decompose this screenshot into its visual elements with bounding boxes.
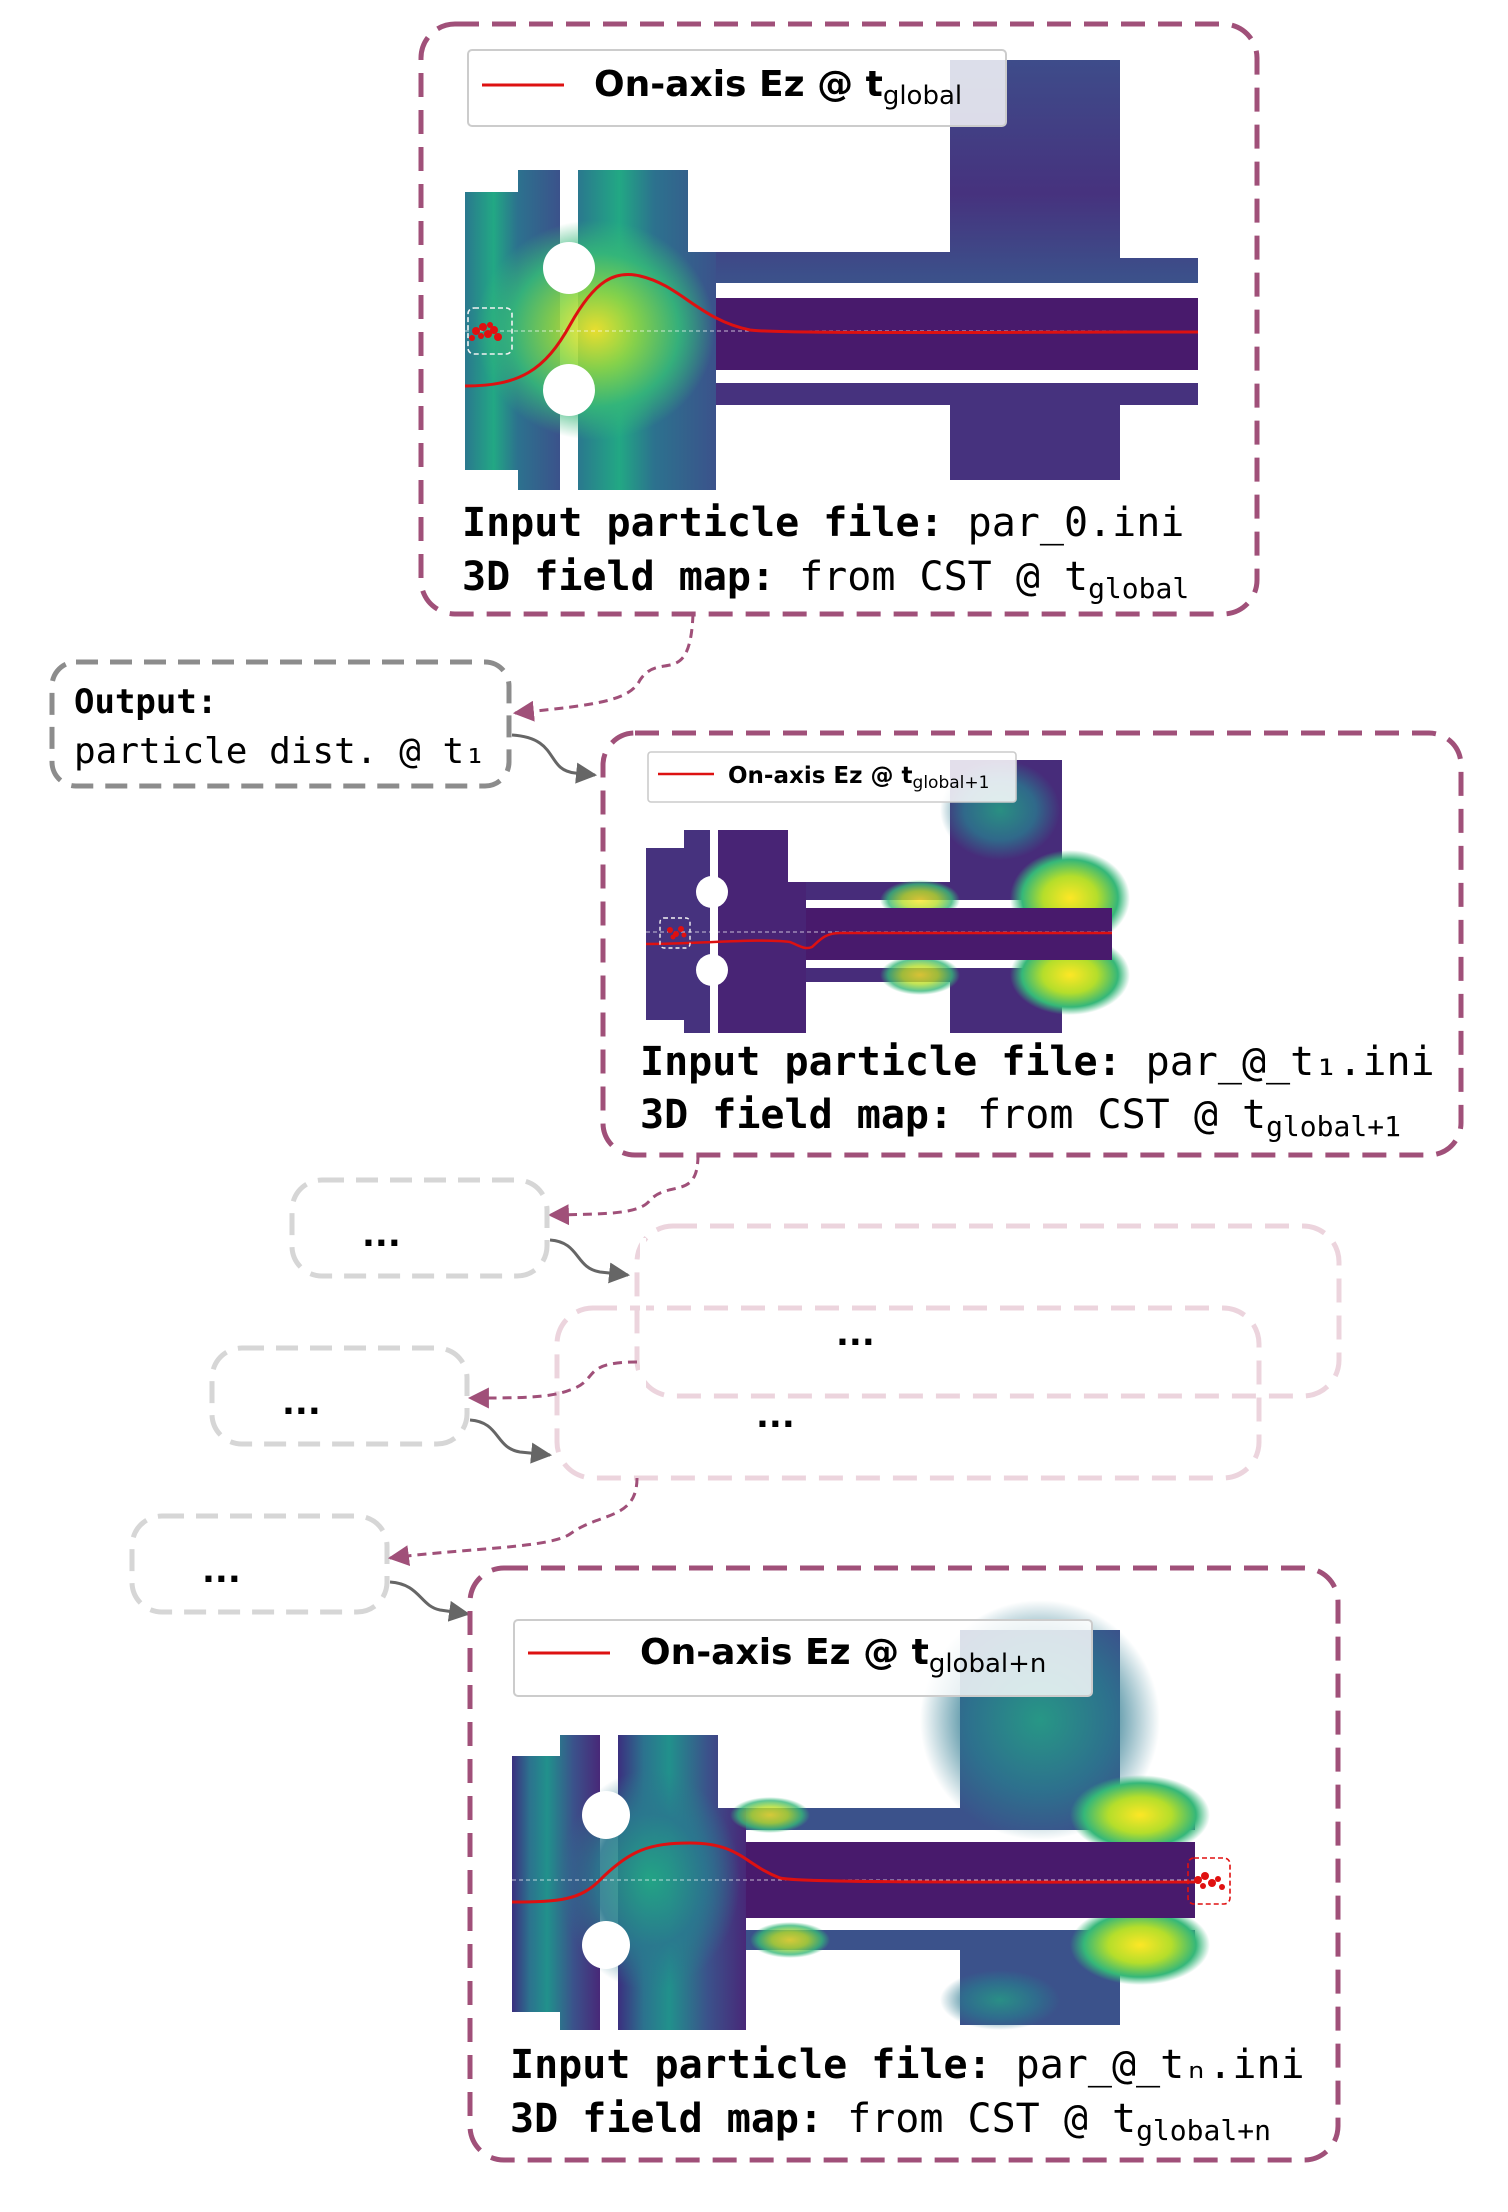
ellipsis-text-2: ...: [836, 1314, 875, 1354]
legend-3-subscript: global+n: [929, 1649, 1047, 1679]
input-file-label-1: Input particle file:: [462, 500, 944, 546]
arrow-ellipsis-panel-to-out-3: [387, 1477, 639, 1567]
field-map-value-1: from CST @ t: [799, 554, 1088, 600]
legend-2-subscript: global+1: [913, 773, 990, 793]
field-map-subscript-1: global: [1088, 572, 1189, 605]
panel-2-frame: [600, 730, 1464, 1158]
output-text: particle dist. @ t₁: [74, 731, 486, 772]
input-file-line-1: Input particle file: par_0.ini: [462, 500, 1184, 546]
field-map-value-3: from CST @ t: [847, 2096, 1136, 2142]
input-file-label-3: Input particle file:: [510, 2042, 992, 2088]
ellipsis-text-5: ...: [202, 1551, 241, 1591]
arrow-output-to-panel2: [511, 733, 598, 784]
simulation-panel-1: On-axis Ez @ tglobal Input particle file…: [418, 21, 1260, 617]
input-file-value-3: par_@_tₙ.ini: [1016, 2042, 1305, 2088]
output-title: Output:: [74, 682, 217, 722]
ellipsis-output-box-1: ...: [289, 1177, 550, 1279]
svg-text:On-axis Ez @ tglobal+n: On-axis Ez @ tglobal+n: [640, 1632, 1046, 1679]
input-file-line-3: Input particle file: par_@_tₙ.ini: [510, 2042, 1305, 2088]
field-map-line-1: 3D field map: from CST @ tglobal: [462, 554, 1189, 605]
ellipsis-text-3: ...: [756, 1396, 795, 1436]
ellipsis-panel-1: ...: [634, 1223, 1342, 1399]
input-file-value-1: par_0.ini: [968, 500, 1185, 546]
ellipsis-output-box-3: ...: [129, 1513, 390, 1615]
field-map-1: [464, 60, 1199, 490]
legend-3-label: On-axis Ez @ t: [640, 1632, 929, 1673]
field-map-3: [511, 1600, 1231, 2030]
svg-text:On-axis Ez @ tglobal+1: On-axis Ez @ tglobal+1: [728, 763, 989, 793]
legend-1: On-axis Ez @ tglobal: [467, 49, 1007, 127]
field-map-subscript-3: global+n: [1136, 2114, 1271, 2147]
ellipsis-output-box-2: ...: [209, 1345, 470, 1447]
arrow-ellipsis-out-1-to-panel: [549, 1238, 631, 1284]
field-map-label-3: 3D field map:: [510, 2096, 823, 2142]
field-map-line-2: 3D field map: from CST @ tglobal+1: [640, 1092, 1401, 1143]
legend-3: On-axis Ez @ tglobal+n: [513, 1619, 1093, 1697]
input-file-line-2: Input particle file: par_@_t₁.ini: [640, 1039, 1435, 1085]
legend-2: On-axis Ez @ tglobal+1: [647, 751, 1017, 803]
arrow-ellipsis-out-2-to-panel: [469, 1418, 553, 1464]
ellipsis-panel-2: ...: [554, 1305, 1262, 1481]
field-map-line-3: 3D field map: from CST @ tglobal+n: [510, 2096, 1271, 2147]
panel-3-frame: [467, 1565, 1341, 2163]
ellipsis-text-1: ...: [362, 1215, 401, 1255]
arrow-ellipsis-panel-to-out-2: [467, 1360, 638, 1409]
field-map-subscript-2: global+1: [1266, 1110, 1401, 1143]
simulation-panel-3: On-axis Ez @ tglobal+n Input particle fi…: [467, 1565, 1341, 2163]
input-file-value-2: par_@_t₁.ini: [1146, 1039, 1435, 1085]
panel-1-frame: [418, 21, 1260, 617]
legend-1-label: On-axis Ez @ t: [594, 64, 883, 105]
ellipsis-text-4: ...: [282, 1383, 321, 1423]
field-map-value-2: from CST @ t: [977, 1092, 1266, 1138]
svg-text:On-axis Ez @ tglobal: On-axis Ez @ tglobal: [594, 64, 962, 111]
output-box: Output: particle dist. @ t₁: [49, 659, 512, 789]
arrow-ellipsis-out-3-to-panel3: [389, 1580, 471, 1622]
simulation-panel-2: On-axis Ez @ tglobal+1 Input particle fi…: [600, 730, 1464, 1158]
field-map-label-2: 3D field map:: [640, 1092, 953, 1138]
field-map-label-1: 3D field map:: [462, 554, 775, 600]
legend-1-subscript: global: [883, 81, 962, 111]
output-box-frame: [49, 659, 512, 789]
legend-2-label: On-axis Ez @ t: [728, 763, 913, 789]
arrow-panel1-to-output: [512, 613, 695, 722]
input-file-label-2: Input particle file:: [640, 1039, 1122, 1085]
arrow-panel2-to-ellipsis-1: [547, 1154, 700, 1226]
